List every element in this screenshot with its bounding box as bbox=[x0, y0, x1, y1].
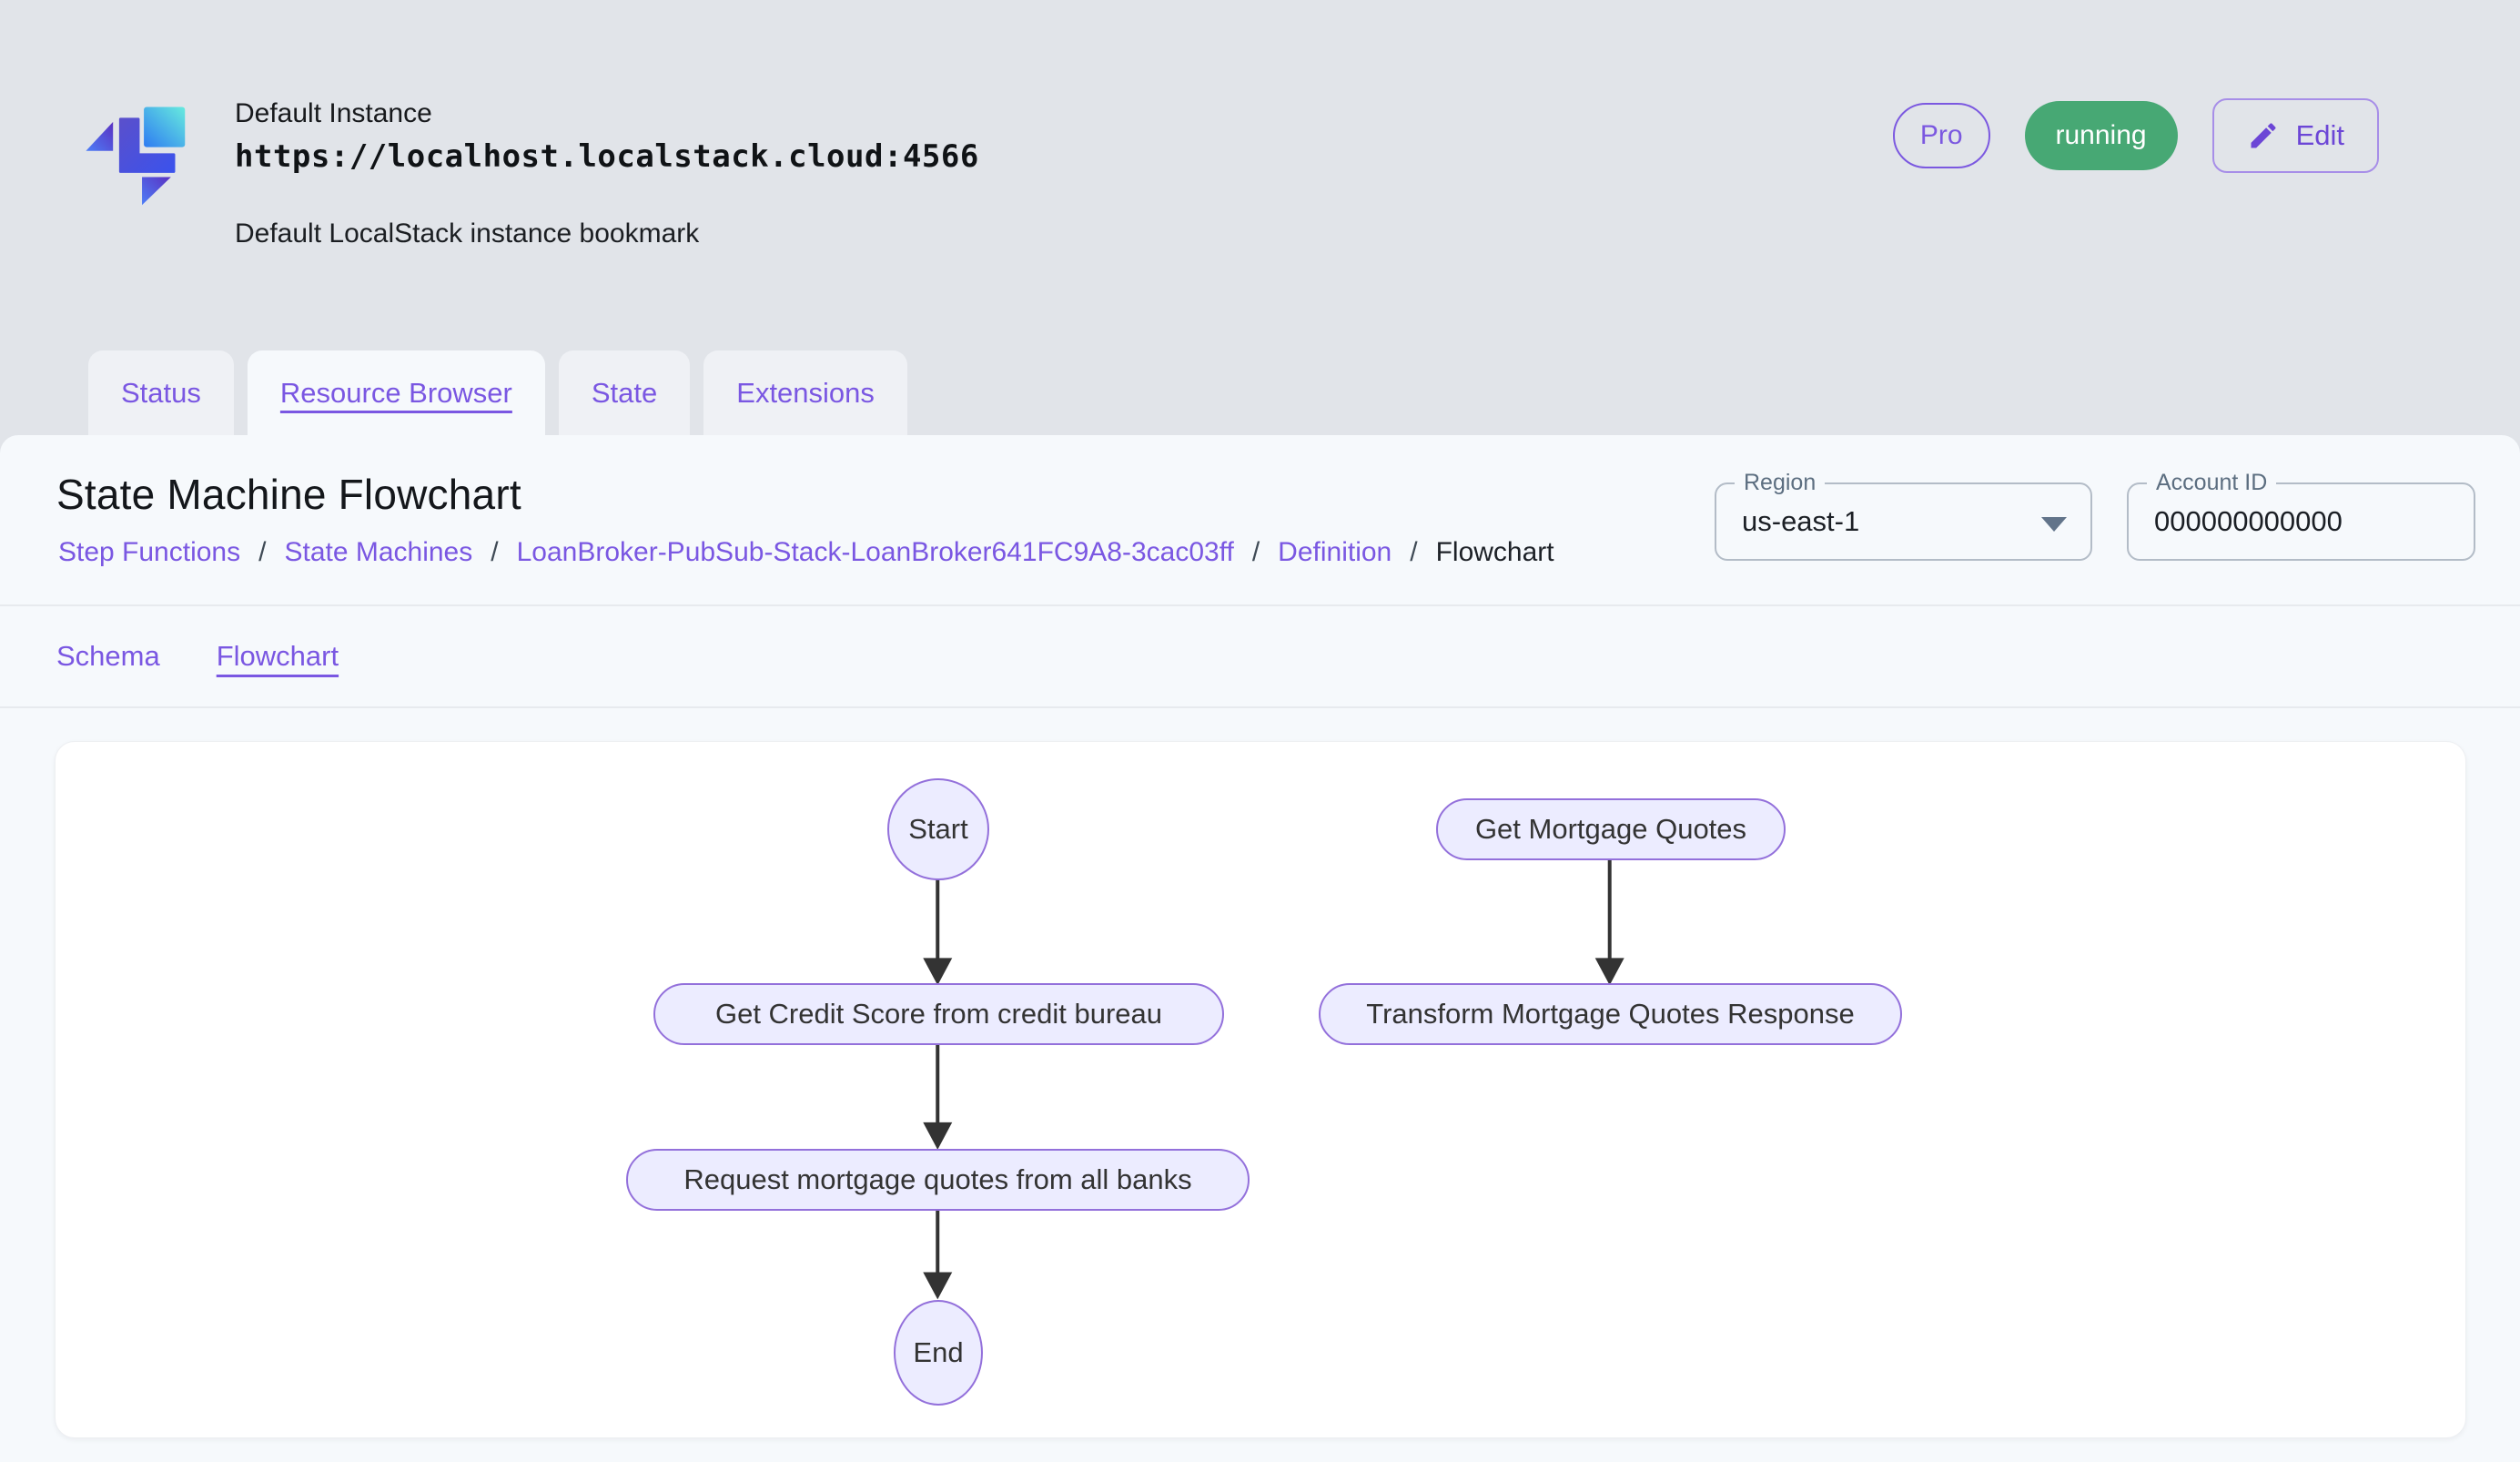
flowchart-node-get-mortgage-quotes: Get Mortgage Quotes bbox=[1436, 798, 1786, 860]
flowchart-node-start: Start bbox=[887, 778, 989, 880]
main-tabbar: Status Resource Browser State Extensions bbox=[88, 350, 907, 435]
region-value: us-east-1 bbox=[1716, 505, 1859, 538]
node-label: Get Mortgage Quotes bbox=[1475, 813, 1746, 846]
subtab-schema[interactable]: Schema bbox=[56, 640, 160, 673]
header-actions: Pro running Edit bbox=[1893, 98, 2379, 173]
breadcrumb-definition[interactable]: Definition bbox=[1278, 537, 1392, 568]
tab-state[interactable]: State bbox=[559, 350, 690, 435]
node-label: End bbox=[913, 1336, 963, 1369]
chevron-down-icon bbox=[2041, 517, 2067, 532]
instance-info: Default Instance https://localhost.local… bbox=[235, 98, 979, 249]
flowchart-node-transform-response: Transform Mortgage Quotes Response bbox=[1319, 983, 1902, 1045]
breadcrumb-current: Flowchart bbox=[1436, 537, 1554, 568]
node-label: Request mortgage quotes from all banks bbox=[683, 1163, 1191, 1196]
region-label: Region bbox=[1735, 470, 1825, 496]
flowchart-node-request-quotes: Request mortgage quotes from all banks bbox=[626, 1149, 1250, 1211]
localstack-logo bbox=[71, 89, 211, 229]
flowchart-node-end: End bbox=[894, 1300, 983, 1406]
definition-subtabs: Schema Flowchart bbox=[0, 606, 2520, 708]
tab-resource-browser[interactable]: Resource Browser bbox=[248, 350, 545, 435]
instance-name: Default Instance bbox=[235, 98, 979, 129]
node-label: Get Credit Score from credit bureau bbox=[715, 998, 1162, 1031]
subtab-flowchart[interactable]: Flowchart bbox=[217, 640, 339, 673]
page-title: State Machine Flowchart bbox=[56, 470, 521, 519]
flowchart-edges bbox=[56, 742, 2465, 1437]
pro-badge[interactable]: Pro bbox=[1893, 103, 1990, 168]
breadcrumb-separator: / bbox=[1410, 537, 1417, 568]
breadcrumb-separator: / bbox=[491, 537, 498, 568]
flowchart-node-get-credit-score: Get Credit Score from credit bureau bbox=[653, 983, 1224, 1045]
breadcrumb-state-machines[interactable]: State Machines bbox=[284, 537, 472, 568]
pro-badge-label: Pro bbox=[1920, 120, 1963, 151]
account-id-field: Account ID bbox=[2127, 482, 2475, 561]
panel-header: State Machine Flowchart Step Functions /… bbox=[0, 435, 2520, 606]
instance-url: https://localhost.localstack.cloud:4566 bbox=[235, 138, 979, 175]
status-badge-label: running bbox=[2056, 120, 2147, 151]
tab-status[interactable]: Status bbox=[88, 350, 234, 435]
flowchart-canvas: Start Get Credit Score from credit burea… bbox=[55, 741, 2466, 1438]
account-id-input[interactable] bbox=[2129, 505, 2429, 538]
pencil-icon bbox=[2247, 119, 2280, 152]
breadcrumb-state-machine-name[interactable]: LoanBroker-PubSub-Stack-LoanBroker641FC9… bbox=[517, 537, 1234, 568]
edit-button-label: Edit bbox=[2296, 119, 2344, 152]
resource-browser-panel: State Machine Flowchart Step Functions /… bbox=[0, 435, 2520, 1462]
status-badge: running bbox=[2025, 101, 2178, 170]
breadcrumb-separator: / bbox=[258, 537, 266, 568]
scope-fields: Region us-east-1 Account ID bbox=[1715, 482, 2475, 561]
breadcrumb-separator: / bbox=[1252, 537, 1260, 568]
node-label: Transform Mortgage Quotes Response bbox=[1366, 998, 1854, 1031]
region-select[interactable]: Region us-east-1 bbox=[1715, 482, 2092, 561]
edit-button[interactable]: Edit bbox=[2212, 98, 2379, 173]
node-label: Start bbox=[908, 813, 967, 846]
breadcrumb: Step Functions / State Machines / LoanBr… bbox=[58, 537, 1554, 568]
account-id-label: Account ID bbox=[2147, 470, 2276, 496]
instance-description: Default LocalStack instance bookmark bbox=[235, 218, 979, 249]
tab-extensions[interactable]: Extensions bbox=[703, 350, 907, 435]
breadcrumb-step-functions[interactable]: Step Functions bbox=[58, 537, 240, 568]
